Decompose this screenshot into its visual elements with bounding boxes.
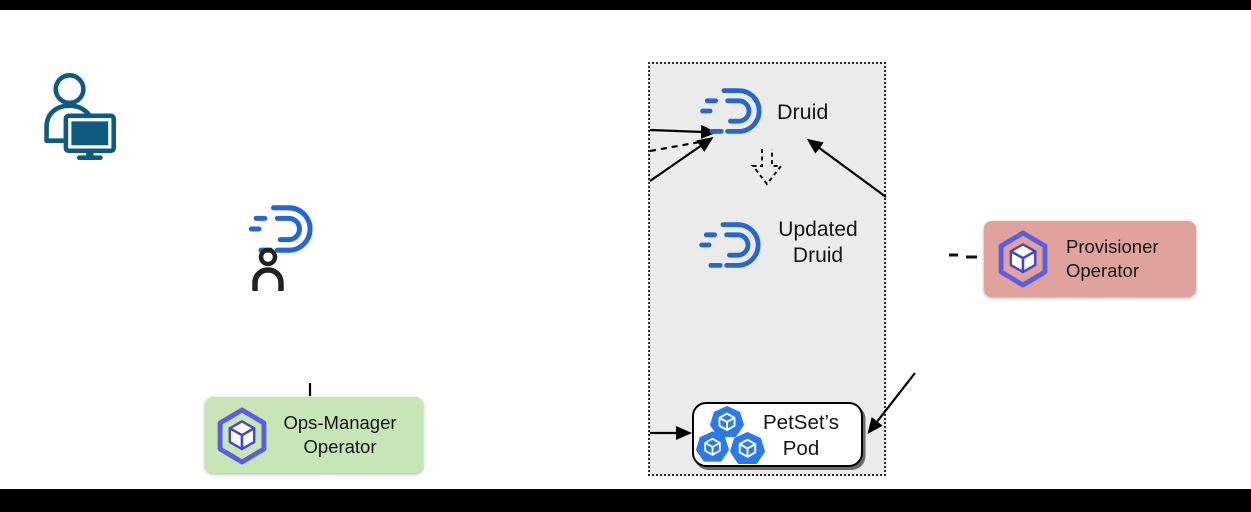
- petset-pod-label: PetSet’s Pod: [763, 411, 839, 460]
- updated-druid-label: Updated Druid: [778, 218, 858, 267]
- person-icon: [252, 247, 284, 291]
- bottom-letterbox-bar: [0, 489, 1251, 512]
- top-letterbox-bar: [0, 0, 1251, 10]
- druid-label: Druid: [777, 100, 829, 124]
- pod-icon: [696, 431, 729, 463]
- operator-icon: [997, 229, 1049, 289]
- druid-logo-icon: [699, 86, 773, 136]
- provisioner-operator-label: Provisioner Operator: [1066, 236, 1159, 281]
- ops-manager-operator-label: Ops-Manager Operator: [283, 412, 397, 457]
- operator-icon: [216, 406, 268, 466]
- dashed-connector-provisioner: [949, 253, 977, 259]
- user-at-computer-icon: [44, 73, 117, 160]
